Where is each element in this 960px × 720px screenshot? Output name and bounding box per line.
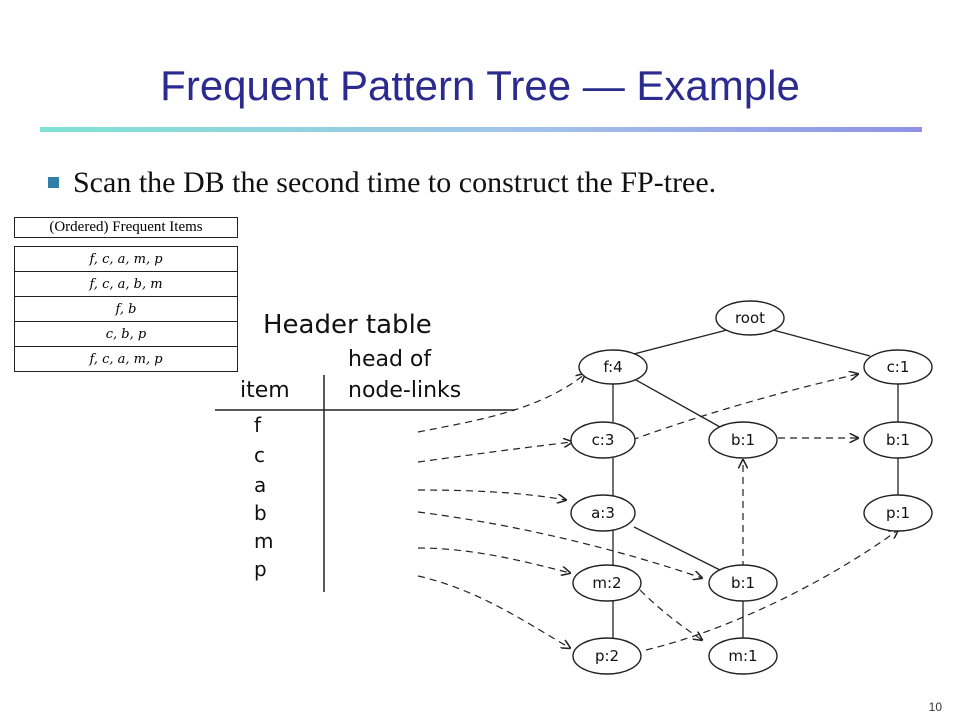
node-b1-under-a: b:1	[708, 564, 778, 602]
node-c3: c:3	[570, 421, 636, 459]
node-c1: c:1	[863, 349, 933, 385]
link-m	[417, 547, 570, 573]
items-table-row: f, c, a, m, p	[14, 246, 238, 272]
bullet-item: Scan the DB the second time to construct…	[48, 166, 716, 200]
header-table: Header table head of item node-links f c…	[215, 310, 515, 592]
svg-text:c:1: c:1	[887, 358, 910, 376]
title-underline	[40, 127, 922, 132]
svg-text:p:1: p:1	[886, 504, 910, 522]
header-item: c	[254, 443, 265, 467]
link-a	[417, 489, 566, 500]
edge-root-f4	[629, 329, 728, 356]
items-table-row: c, b, p	[14, 322, 238, 347]
svg-text:b:1: b:1	[731, 431, 755, 449]
link-c3-to-c1	[631, 374, 858, 441]
header-item: p	[254, 557, 267, 581]
page-number: 10	[928, 700, 942, 714]
header-col-item: item	[240, 378, 290, 403]
header-item: m	[254, 529, 273, 553]
header-item: b	[254, 501, 267, 525]
node-root: root	[715, 300, 785, 336]
link-m2-to-m1	[639, 589, 702, 640]
svg-text:f:4: f:4	[603, 358, 622, 376]
node-p2: p:2	[572, 637, 642, 675]
node-f4: f:4	[578, 349, 648, 385]
header-item: a	[254, 473, 266, 497]
bullet-text: Scan the DB the second time to construct…	[73, 166, 717, 199]
slide-title: Frequent Pattern Tree — Example	[160, 62, 800, 109]
svg-text:m:2: m:2	[592, 574, 621, 592]
items-table-row: f, b	[14, 297, 238, 322]
header-table-title: Header table	[263, 310, 432, 340]
items-table-header: (Ordered) Frequent Items	[14, 217, 238, 238]
ordered-frequent-items-table: (Ordered) Frequent Items f, c, a, m, p f…	[14, 217, 238, 372]
svg-text:b:1: b:1	[886, 431, 910, 449]
header-col-head-line2: node-links	[348, 378, 461, 403]
node-links	[417, 374, 898, 651]
svg-text:b:1: b:1	[731, 574, 755, 592]
link-f	[417, 374, 585, 433]
square-bullet-icon	[48, 176, 59, 188]
node-p1: p:1	[863, 494, 933, 532]
svg-text:m:1: m:1	[728, 647, 757, 665]
node-b1-under-f: b:1	[708, 421, 778, 459]
items-table-row: f, c, a, m, p	[14, 347, 238, 372]
link-b-to-b1	[417, 511, 702, 578]
node-a3: a:3	[570, 494, 636, 532]
edge-root-c1	[772, 329, 871, 357]
node-b1-under-c: b:1	[863, 421, 933, 459]
svg-text:p:2: p:2	[595, 647, 619, 665]
edge-f4-b1	[635, 379, 721, 428]
link-p	[417, 575, 570, 648]
svg-text:root: root	[735, 309, 765, 327]
items-table-row: f, c, a, b, m	[14, 272, 238, 297]
node-m1: m:1	[708, 637, 778, 675]
tree-edges	[612, 329, 899, 638]
header-item: f	[254, 413, 262, 437]
svg-text:c:3: c:3	[592, 431, 615, 449]
svg-text:a:3: a:3	[591, 504, 615, 522]
link-c-to-c3	[417, 442, 572, 463]
edge-a3-b1	[633, 526, 721, 571]
header-col-head-line1: head of	[348, 347, 432, 372]
node-m2: m:2	[572, 564, 642, 602]
